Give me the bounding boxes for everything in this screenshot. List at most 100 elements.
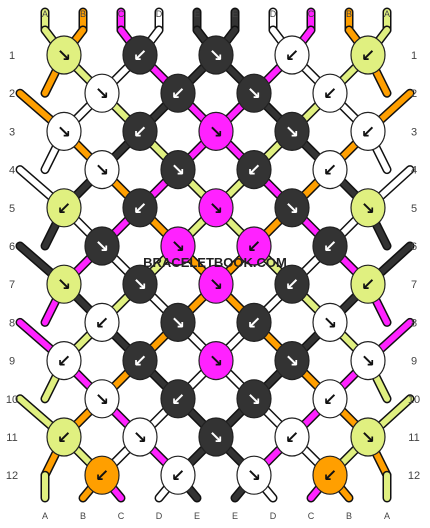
row-number-left: 12 — [6, 470, 18, 482]
knot-oval — [160, 455, 196, 495]
knot-arrow-icon: ↙ — [95, 313, 109, 333]
knot: ↘ — [274, 111, 310, 151]
knot-arrow-icon: ↘ — [171, 161, 185, 181]
knot-arrow-icon: ↘ — [209, 199, 223, 219]
knot: ↘ — [350, 341, 386, 381]
knot: ↘ — [198, 341, 234, 381]
knot: ↘ — [84, 150, 120, 190]
knot-arrow-icon: ↙ — [95, 466, 109, 486]
knot-oval — [312, 73, 348, 113]
knot-arrow-icon: ↘ — [95, 237, 109, 257]
knot-oval — [198, 341, 234, 381]
bottom-string-label: B — [346, 511, 352, 521]
knot-oval — [274, 417, 310, 457]
bottom-string-label: E — [232, 511, 238, 521]
knot: ↙ — [350, 111, 386, 151]
knot-oval — [236, 73, 272, 113]
row-number-left: 5 — [9, 203, 15, 215]
top-string-label: B — [346, 9, 352, 19]
bottom-string-label: D — [270, 511, 277, 521]
knot: ↘ — [122, 264, 158, 304]
knot-oval — [84, 226, 120, 266]
knot-arrow-icon: ↘ — [247, 390, 261, 410]
knot: ↙ — [236, 302, 272, 342]
knot-oval — [160, 73, 196, 113]
knot-oval — [122, 264, 158, 304]
knot: ↙ — [236, 150, 272, 190]
knot-oval — [122, 341, 158, 381]
knot-arrow-icon: ↘ — [95, 84, 109, 104]
top-string-label: A — [384, 9, 390, 19]
knot-oval — [350, 111, 386, 151]
knot-oval — [160, 226, 196, 266]
knot: ↘ — [160, 150, 196, 190]
bottom-string-label: A — [384, 511, 390, 521]
knot-oval — [122, 417, 158, 457]
knot-arrow-icon: ↙ — [57, 428, 71, 448]
knot-oval — [236, 302, 272, 342]
row-number-left: 9 — [9, 356, 15, 368]
knot: ↘ — [198, 264, 234, 304]
knot-arrow-icon: ↙ — [171, 84, 185, 104]
knot-arrow-icon: ↘ — [171, 313, 185, 333]
knot-arrow-icon: ↘ — [57, 122, 71, 142]
knot-oval — [236, 226, 272, 266]
knot-arrow-icon: ↙ — [361, 122, 375, 142]
knot: ↘ — [198, 188, 234, 228]
knot: ↙ — [122, 111, 158, 151]
knot: ↘ — [350, 417, 386, 457]
knot-oval — [350, 417, 386, 457]
knot-arrow-icon: ↘ — [209, 122, 223, 142]
knot-oval — [84, 150, 120, 190]
row-number-left: 7 — [9, 279, 15, 291]
knot-arrow-icon: ↘ — [209, 46, 223, 66]
row-number-right: 10 — [408, 394, 420, 406]
top-string-label: A — [42, 9, 48, 19]
knot: ↙ — [350, 35, 386, 75]
knot-oval — [46, 111, 82, 151]
top-string-label: C — [118, 9, 125, 19]
row-number-right: 8 — [411, 317, 417, 329]
row-number-right: 5 — [411, 203, 417, 215]
knot: ↙ — [84, 302, 120, 342]
knot-arrow-icon: ↙ — [133, 352, 147, 372]
knot: ↙ — [350, 264, 386, 304]
knot: ↙ — [46, 341, 82, 381]
bottom-string-label: E — [194, 511, 200, 521]
knot-arrow-icon: ↙ — [133, 199, 147, 219]
knot: ↘ — [46, 111, 82, 151]
knot-oval — [160, 379, 196, 419]
knot: ↘ — [198, 111, 234, 151]
row-number-right: 6 — [411, 241, 417, 253]
row-number-right: 11 — [408, 432, 419, 444]
knot-oval — [198, 417, 234, 457]
knot-arrow-icon: ↘ — [57, 46, 71, 66]
knot-oval — [160, 302, 196, 342]
knot-oval — [46, 35, 82, 75]
knot-arrow-icon: ↙ — [171, 466, 185, 486]
knot: ↘ — [350, 188, 386, 228]
row-number-right: 9 — [411, 356, 417, 368]
top-string-label: E — [194, 9, 200, 19]
knot-oval — [350, 188, 386, 228]
knot-oval — [236, 379, 272, 419]
knot-oval — [122, 111, 158, 151]
knot-arrow-icon: ↘ — [209, 428, 223, 448]
knot-arrow-icon: ↙ — [57, 199, 71, 219]
knot: ↘ — [160, 226, 196, 266]
row-number-right: 12 — [408, 470, 420, 482]
row-number-left: 10 — [6, 394, 18, 406]
knot-arrow-icon: ↙ — [285, 46, 299, 66]
knot-oval — [312, 455, 348, 495]
knot-layer: ↘↙↘↙↙↘↙↘↙↘↙↘↘↙↘↘↙↙↙↙↘↘↘↘↘↙↙↘↘↘↙↙↙↘↙↘↙↙↘↘… — [46, 35, 386, 495]
knot: ↘ — [46, 264, 82, 304]
knot-arrow-icon: ↙ — [361, 275, 375, 295]
knot: ↘ — [274, 188, 310, 228]
knot-arrow-icon: ↘ — [133, 428, 147, 448]
knot: ↙ — [122, 35, 158, 75]
knot-arrow-icon: ↙ — [171, 390, 185, 410]
row-number-left: 4 — [9, 165, 15, 177]
knot: ↙ — [312, 226, 348, 266]
row-number-left: 1 — [9, 50, 15, 62]
